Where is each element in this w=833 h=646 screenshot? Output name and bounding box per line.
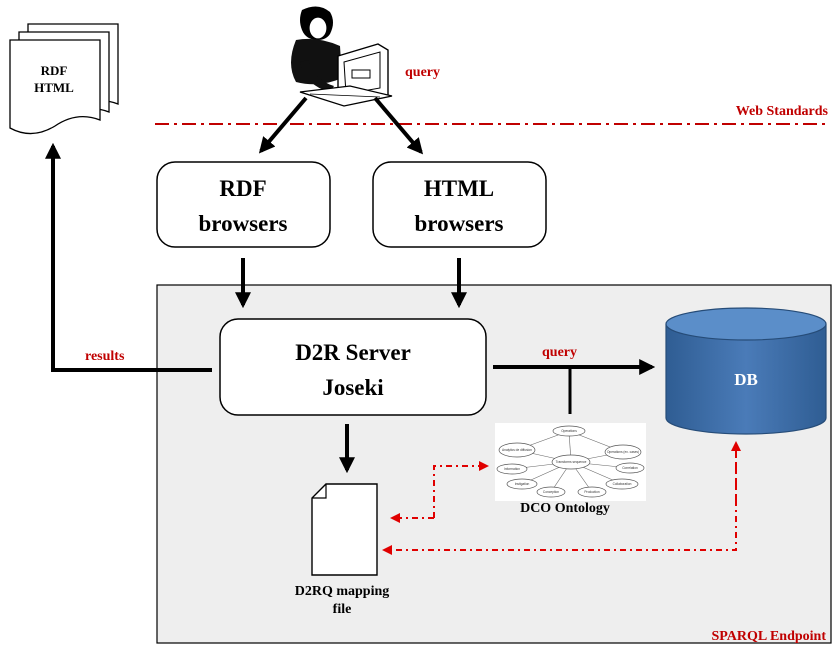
html-browsers-label-2: browsers xyxy=(414,211,503,236)
dco-ontology-label: DCO Ontology xyxy=(520,501,610,516)
mapping-file-label-2: file xyxy=(333,602,352,617)
onto-node-1: Analytics de diffusion xyxy=(502,448,532,452)
query-label-top: query xyxy=(405,65,440,80)
red-link-mapping-ontology xyxy=(433,461,489,518)
db-label: DB xyxy=(734,370,758,389)
html-doc-label: HTML xyxy=(34,80,74,95)
query-label-mid: query xyxy=(542,345,577,360)
onto-node-8: Conception xyxy=(543,490,559,494)
onto-node-7: Collaboration xyxy=(613,482,632,486)
user-computer-icon xyxy=(291,6,393,107)
onto-node-6: Instigation xyxy=(515,482,530,486)
d2r-server-box xyxy=(219,318,487,416)
onto-node-3: Information xyxy=(504,467,520,471)
rdf-browsers-label-1: RDF xyxy=(219,176,266,201)
d2r-server-label: D2R Server xyxy=(295,340,411,365)
html-browsers-label-1: HTML xyxy=(424,176,494,201)
rdf-doc-label: RDF xyxy=(41,63,68,78)
onto-node-0: Operations xyxy=(561,429,577,433)
web-standards-label: Web Standards xyxy=(736,104,829,119)
arrow-user-to-html-browsers xyxy=(373,96,424,155)
sparql-endpoint-label: SPARQL Endpoint xyxy=(711,629,826,644)
arrow-results-to-documents xyxy=(45,142,212,372)
onto-node-9: Production xyxy=(584,490,599,494)
arrow-user-to-rdf-browsers xyxy=(258,96,308,154)
onto-node-2: Operations (ex. cases) xyxy=(607,450,639,454)
onto-node-5: Correlation xyxy=(622,466,638,470)
joseki-label: Joseki xyxy=(322,375,384,400)
mapping-file-label-1: D2RQ mapping xyxy=(295,584,390,599)
results-label: results xyxy=(85,349,125,364)
rdf-html-documents-icon: RDF HTML xyxy=(9,23,119,135)
database-cylinder-icon: DB xyxy=(665,307,827,435)
mapping-file-document-icon xyxy=(311,483,378,576)
rdf-browsers-box xyxy=(156,161,331,248)
rdf-browsers-label-2: browsers xyxy=(198,211,287,236)
red-link-db-mapping xyxy=(382,452,737,555)
onto-node-4: Transforms sequence xyxy=(556,460,587,464)
html-browsers-box xyxy=(372,161,547,248)
dco-ontology-graph: Operations Analytics de diffusion Operat… xyxy=(495,423,646,501)
